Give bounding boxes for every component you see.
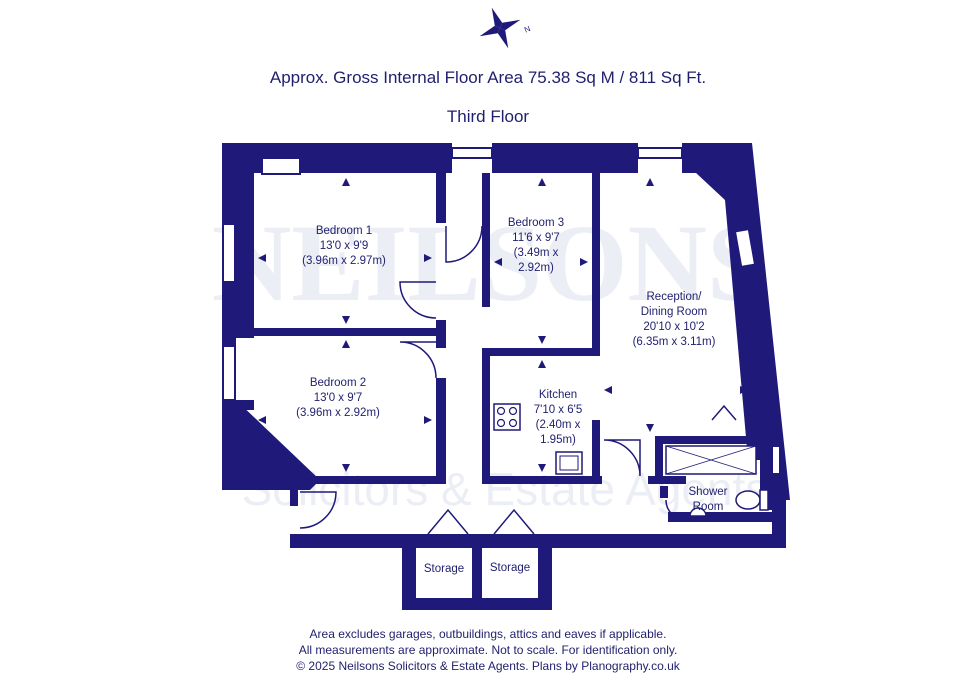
svg-text:Dining Room: Dining Room xyxy=(641,306,707,318)
svg-text:Room: Room xyxy=(693,501,724,513)
svg-text:13'0 x 9'7: 13'0 x 9'7 xyxy=(314,392,363,404)
footer-line-exclusions: Area excludes garages, outbuildings, att… xyxy=(309,627,667,641)
room-label-shower: Shower Room xyxy=(689,486,728,513)
footer-notes: Area excludes garages, outbuildings, att… xyxy=(0,626,976,674)
svg-text:13'0 x 9'9: 13'0 x 9'9 xyxy=(320,240,369,252)
shower-tray-icon xyxy=(665,445,757,475)
svg-text:11'6 x 9'7: 11'6 x 9'7 xyxy=(512,232,560,244)
svg-text:20'10 x 10'2: 20'10 x 10'2 xyxy=(643,321,704,333)
svg-text:N: N xyxy=(523,24,532,35)
svg-text:7'10 x 6'5: 7'10 x 6'5 xyxy=(534,404,583,416)
svg-text:1.95m): 1.95m) xyxy=(540,434,576,446)
footer-line-copyright: © 2025 Neilsons Solicitors & Estate Agen… xyxy=(296,659,680,673)
room-label-bedroom2: Bedroom 2 13'0 x 9'7 (3.96m x 2.92m) xyxy=(296,377,380,419)
svg-text:(6.35m x 3.11m): (6.35m x 3.11m) xyxy=(633,336,716,348)
room-label-bedroom1: Bedroom 1 13'0 x 9'9 (3.96m x 2.97m) xyxy=(302,225,386,267)
footer-line-disclaimer: All measurements are approximate. Not to… xyxy=(298,643,678,657)
toilet-icon xyxy=(735,489,769,511)
svg-text:(3.49m x: (3.49m x xyxy=(514,247,559,259)
floor-name-title: Third Floor xyxy=(446,107,530,126)
svg-text:(3.96m x 2.92m): (3.96m x 2.92m) xyxy=(296,407,380,419)
svg-text:Kitchen: Kitchen xyxy=(539,389,577,401)
svg-text:2.92m): 2.92m) xyxy=(518,262,554,274)
doors xyxy=(299,225,737,535)
basin-icon xyxy=(689,507,707,517)
svg-text:Reception/: Reception/ xyxy=(647,291,703,303)
compass-icon: N xyxy=(479,7,532,49)
svg-text:Shower: Shower xyxy=(689,486,728,498)
room-label-reception: Reception/ Dining Room 20'10 x 10'2 (6.3… xyxy=(633,291,716,348)
floor-area-title: Approx. Gross Internal Floor Area 75.38 … xyxy=(269,68,707,87)
room-label-kitchen: Kitchen 7'10 x 6'5 (2.40m x 1.95m) xyxy=(534,389,583,446)
svg-text:Bedroom 2: Bedroom 2 xyxy=(310,377,366,389)
hob-icon xyxy=(493,403,521,431)
walls xyxy=(222,143,790,610)
svg-text:Bedroom 1: Bedroom 1 xyxy=(316,225,372,237)
svg-text:Bedroom 3: Bedroom 3 xyxy=(508,217,564,229)
room-label-bedroom3: Bedroom 3 11'6 x 9'7 (3.49m x 2.92m) xyxy=(508,217,564,274)
svg-text:(2.40m x: (2.40m x xyxy=(536,419,581,431)
sink-icon xyxy=(555,451,583,475)
room-label-storage2: Storage xyxy=(490,562,530,574)
room-label-storage1: Storage xyxy=(424,563,464,575)
svg-text:(3.96m x 2.97m): (3.96m x 2.97m) xyxy=(302,255,386,267)
